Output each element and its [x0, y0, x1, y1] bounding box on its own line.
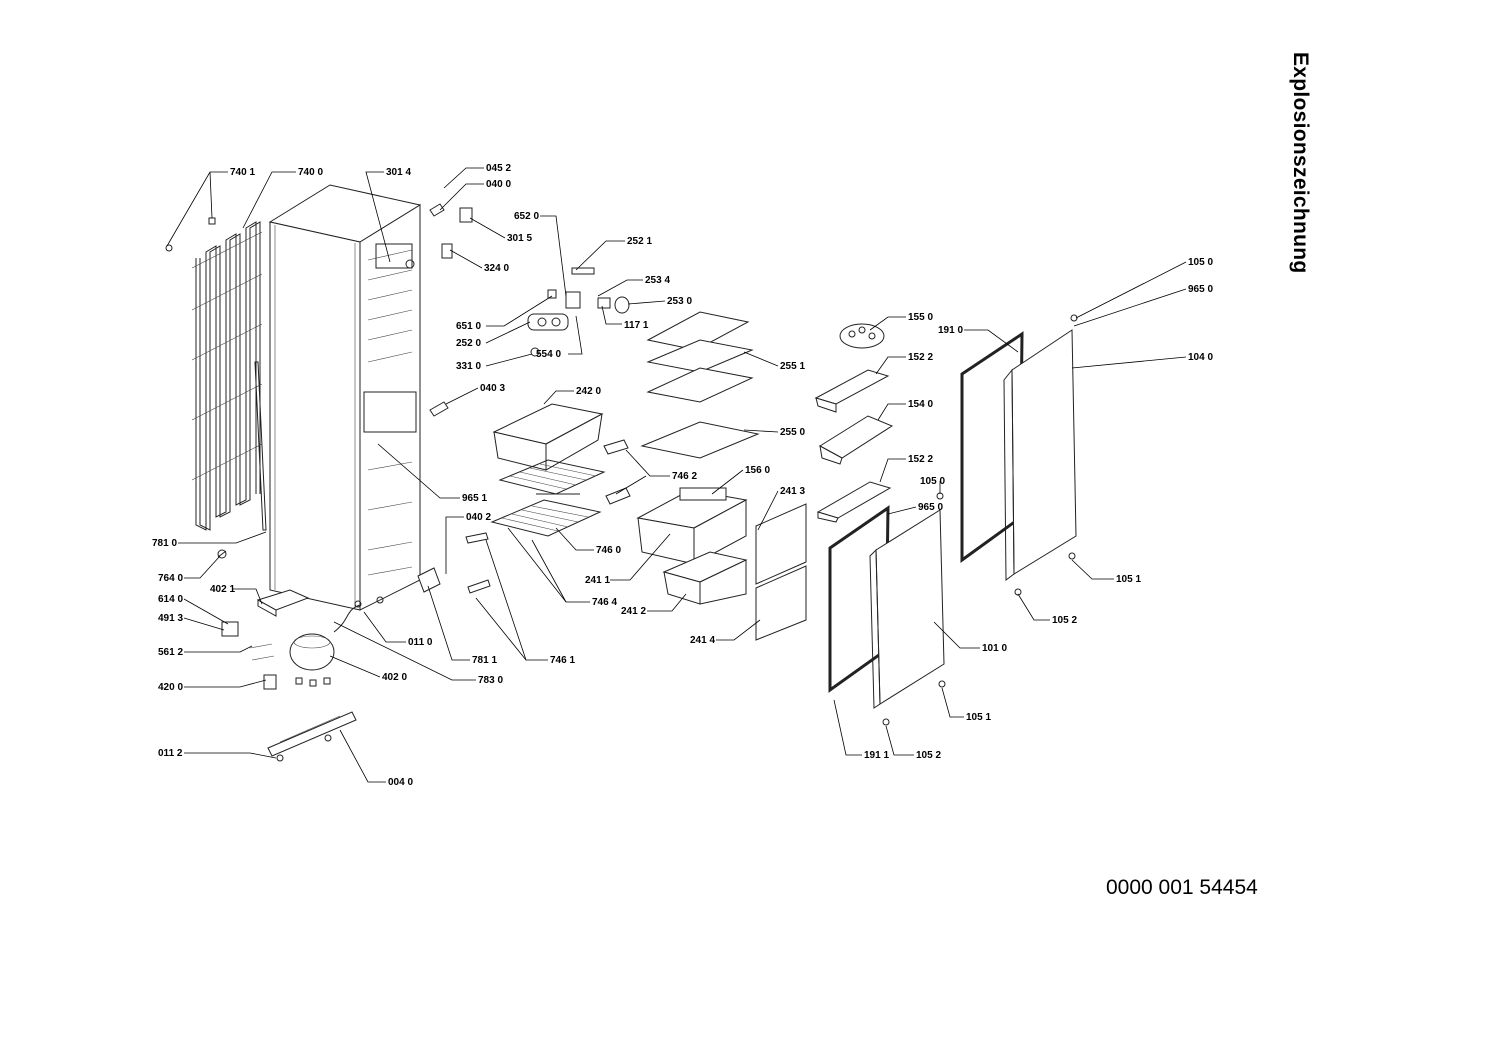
glass-shelf-1	[646, 311, 750, 351]
label-252-1: 252 1	[627, 236, 652, 247]
label-117-1: 117 1	[624, 320, 649, 331]
label-746-2: 746 2	[672, 471, 697, 482]
middle-hinge	[429, 401, 449, 417]
label-241-4: 241 4	[690, 635, 715, 646]
label-965-0-middle: 965 0	[918, 502, 943, 513]
glass-shelf-2	[646, 339, 754, 373]
condenser-coil	[191, 221, 263, 531]
label-253-4: 253 4	[645, 275, 670, 286]
label-331-0: 331 0	[456, 361, 481, 372]
freezer-door	[869, 509, 945, 709]
door-bin-lower	[816, 481, 892, 523]
label-191-1: 191 1	[864, 750, 889, 761]
label-783-0: 783 0	[478, 675, 503, 686]
base-plate	[267, 711, 357, 762]
label-740-0: 740 0	[298, 167, 323, 178]
relay-and-capacitor	[221, 621, 277, 690]
label-554-0: 554 0	[536, 349, 561, 360]
label-746-0: 746 0	[596, 545, 621, 556]
label-253-0: 253 0	[667, 296, 692, 307]
label-152-2-bottom: 152 2	[908, 454, 933, 465]
lower-shelf-supports	[465, 532, 491, 594]
label-040-0: 040 0	[486, 179, 511, 190]
label-242-0: 242 0	[576, 386, 601, 397]
label-105-1-upper: 105 1	[1116, 574, 1141, 585]
label-104-0: 104 0	[1188, 352, 1213, 363]
compressor-unit	[289, 604, 361, 687]
label-105-0-middle: 105 0	[920, 476, 945, 487]
door-bin-middle	[819, 415, 894, 465]
label-402-0: 402 0	[382, 672, 407, 683]
fridge-door	[1003, 329, 1077, 581]
bottom-hinge	[417, 567, 441, 593]
glass-shelf-4	[640, 421, 760, 459]
label-004-0: 004 0	[388, 777, 413, 788]
label-965-1: 965 1	[462, 493, 487, 504]
label-152-2-top: 152 2	[908, 352, 933, 363]
label-241-1: 241 1	[585, 575, 610, 586]
label-324-0: 324 0	[484, 263, 509, 274]
label-252-0: 252 0	[456, 338, 481, 349]
label-154-0: 154 0	[908, 399, 933, 410]
label-040-3: 040 3	[480, 383, 505, 394]
crisper-drawer-lower	[662, 551, 748, 605]
label-420-0: 420 0	[158, 682, 183, 693]
label-011-2: 011 2	[158, 748, 183, 759]
wire-shelf-upper	[498, 459, 606, 495]
label-241-2: 241 2	[621, 606, 646, 617]
part-labels: 740 1 740 0 301 4 045 2 040 0 301 5 324 …	[152, 163, 1213, 788]
label-764-0: 764 0	[158, 573, 183, 584]
drawer-runners	[536, 439, 631, 505]
egg-tray	[839, 323, 885, 349]
label-746-4: 746 4	[592, 597, 617, 608]
top-hinge	[429, 203, 473, 259]
freezer-drawer-top	[492, 403, 604, 471]
crisper-drawer-upper	[636, 487, 748, 565]
label-781-0: 781 0	[152, 538, 177, 549]
label-011-0: 011 0	[408, 637, 433, 648]
drain-tube	[254, 361, 267, 531]
label-301-4: 301 4	[386, 167, 411, 178]
label-191-0: 191 0	[938, 325, 963, 336]
label-241-3: 241 3	[780, 486, 805, 497]
label-105-1-lower: 105 1	[966, 712, 991, 723]
label-651-0: 651 0	[456, 321, 481, 332]
label-740-1: 740 1	[230, 167, 255, 178]
label-105-2-upper: 105 2	[1052, 615, 1077, 626]
door-bin-upper	[814, 369, 890, 413]
leader-lines	[166, 167, 1187, 783]
label-301-5: 301 5	[507, 233, 532, 244]
label-781-1: 781 1	[472, 655, 497, 666]
label-614-0: 614 0	[158, 594, 183, 605]
glass-shelf-3	[646, 367, 754, 403]
label-561-2: 561 2	[158, 647, 183, 658]
label-491-3: 491 3	[158, 613, 183, 624]
evaporation-tray	[256, 589, 310, 617]
wire-shelf-lower	[490, 499, 602, 537]
label-155-0: 155 0	[908, 312, 933, 323]
label-255-0: 255 0	[780, 427, 805, 438]
light-thermostat-assembly	[527, 267, 630, 357]
drawing-title: Explosionszeichnung	[1289, 52, 1312, 274]
label-402-1: 402 1	[210, 584, 235, 595]
label-255-1: 255 1	[780, 361, 805, 372]
fridge-cabinet	[268, 184, 422, 611]
label-105-2-lower: 105 2	[916, 750, 941, 761]
label-156-0: 156 0	[745, 465, 770, 476]
label-746-1: 746 1	[550, 655, 575, 666]
label-965-0-top: 965 0	[1188, 284, 1213, 295]
label-045-2: 045 2	[486, 163, 511, 174]
crisper-covers	[755, 503, 807, 641]
label-652-0: 652 0	[514, 211, 539, 222]
document-number: 0000 001 54454	[1106, 876, 1258, 899]
label-040-2: 040 2	[466, 512, 491, 523]
label-101-0: 101 0	[982, 643, 1007, 654]
label-105-0-top: 105 0	[1188, 257, 1213, 268]
